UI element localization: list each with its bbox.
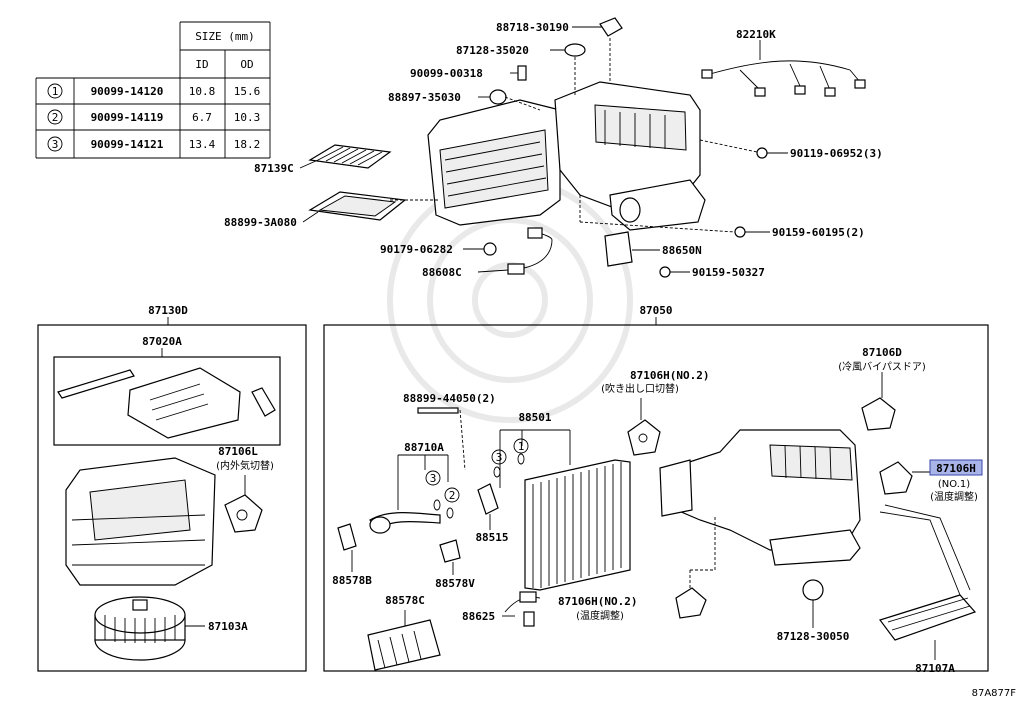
label-88515: 88515 bbox=[475, 531, 508, 544]
label-87106h-no1[interactable]: 87106H bbox=[936, 462, 976, 475]
label-88899-3a080: 88899-3A080 bbox=[224, 216, 297, 229]
label-90179-06282: 90179-06282 bbox=[380, 243, 453, 256]
label-88650n: 88650N bbox=[662, 244, 702, 257]
label-88608c: 88608C bbox=[422, 266, 462, 279]
row-3-part: 90099-14121 bbox=[91, 138, 164, 151]
box-87050 bbox=[323, 324, 989, 672]
row-1-part: 90099-14120 bbox=[91, 85, 164, 98]
box-87020a bbox=[53, 356, 281, 446]
label-90159-50327: 90159-50327 bbox=[692, 266, 765, 279]
label-88578b: 88578B bbox=[332, 574, 372, 587]
label-87106d: 87106D bbox=[862, 346, 902, 359]
label-87139c: 87139C bbox=[254, 162, 294, 175]
id-header: ID bbox=[195, 58, 208, 71]
label-87106h-no1-no: (NO.1) bbox=[938, 479, 970, 490]
label-87106h-no2-lower: 87106H(NO.2) bbox=[558, 595, 637, 608]
row-2-num: 2 bbox=[52, 111, 59, 124]
label-87128-30050: 87128-30050 bbox=[777, 630, 850, 643]
label-88899-44050: 88899-44050(2) bbox=[403, 392, 496, 405]
label-90159-60195: 90159-60195(2) bbox=[772, 226, 865, 239]
size-table: SIZE (mm) ID OD 1 90099-14120 10.8 15.6 … bbox=[35, 21, 271, 159]
label-88578c: 88578C bbox=[385, 594, 425, 607]
label-88897-35030: 88897-35030 bbox=[388, 91, 461, 104]
box-87130d bbox=[37, 324, 307, 672]
row-1-od: 15.6 bbox=[234, 85, 261, 98]
label-87106h-no1-jp: (温度調整) bbox=[930, 490, 978, 503]
label-87020a: 87020A bbox=[142, 335, 182, 348]
footer-code: 87A877F bbox=[972, 688, 1017, 699]
label-87050: 87050 bbox=[639, 304, 672, 317]
label-88625: 88625 bbox=[462, 610, 495, 623]
highlight-87106h-no1 bbox=[929, 459, 983, 476]
row-3-num: 3 bbox=[52, 138, 59, 151]
label-88501: 88501 bbox=[518, 411, 551, 424]
callout-3b: 3 bbox=[496, 451, 503, 464]
row-3-od: 18.2 bbox=[234, 138, 261, 151]
callout-2: 2 bbox=[449, 489, 456, 502]
label-87128-35020: 87128-35020 bbox=[456, 44, 529, 57]
assembly-87050 bbox=[337, 372, 977, 671]
callout-1: 1 bbox=[518, 440, 525, 453]
row-3-id: 13.4 bbox=[189, 138, 216, 151]
label-82210k: 82210K bbox=[736, 28, 776, 41]
row-2-part: 90099-14119 bbox=[91, 111, 164, 124]
row-2-id: 6.7 bbox=[192, 111, 212, 124]
label-87130d: 87130D bbox=[148, 304, 188, 317]
row-1-id: 10.8 bbox=[189, 85, 216, 98]
label-87103a: 87103A bbox=[208, 620, 248, 633]
size-header: SIZE (mm) bbox=[195, 30, 255, 43]
label-87106l-jp: (内外気切替) bbox=[216, 459, 274, 472]
callout-3a: 3 bbox=[430, 472, 437, 485]
label-87106h-no2-upper-jp: (吹き出し口切替) bbox=[601, 382, 679, 395]
assembly-87130d bbox=[57, 367, 276, 661]
label-90099-00318: 90099-00318 bbox=[410, 67, 483, 80]
row-1-num: 1 bbox=[52, 85, 59, 98]
label-87106h-no2-lower-jp: (温度調整) bbox=[576, 609, 624, 622]
label-87106h-no2-upper: 87106H(NO.2) bbox=[630, 369, 709, 382]
label-88718-30190: 88718-30190 bbox=[496, 21, 569, 34]
label-88710a: 88710A bbox=[404, 441, 444, 454]
od-header: OD bbox=[240, 58, 253, 71]
row-2-od: 10.3 bbox=[234, 111, 261, 124]
label-87107a: 87107A bbox=[915, 662, 955, 675]
top-assembly bbox=[299, 17, 866, 278]
label-90119-06952: 90119-06952(3) bbox=[790, 147, 883, 160]
label-88578v: 88578V bbox=[435, 577, 475, 590]
label-87106l: 87106L bbox=[218, 445, 258, 458]
label-87106d-jp: (冷風バイパスドア) bbox=[838, 360, 926, 373]
